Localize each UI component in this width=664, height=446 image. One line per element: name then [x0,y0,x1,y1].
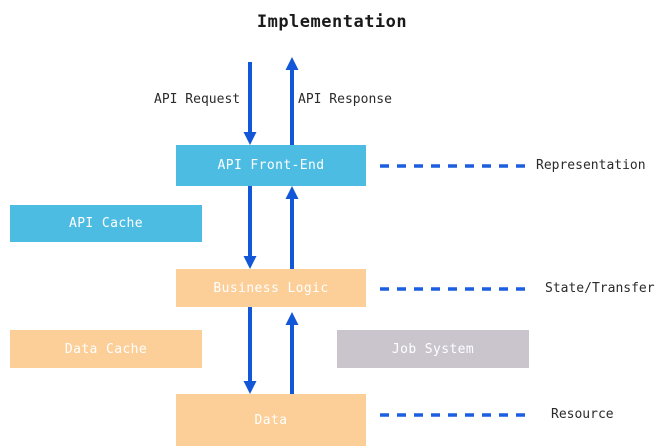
box-api-cache[interactable]: API Cache [10,205,202,242]
box-label-data-cache: Data Cache [64,341,148,357]
box-label-data: Data [254,412,288,428]
box-business-logic[interactable]: Business Logic [176,269,366,307]
box-data[interactable]: Data [176,394,366,446]
dash-resource [380,413,528,417]
box-label-job-system: Job System [391,341,475,357]
box-job-system[interactable]: Job System [337,330,529,368]
side-label-state-transfer: State/Transfer [545,281,655,296]
box-label-api-cache: API Cache [68,216,144,231]
arrow-logic-to-front [281,186,303,269]
arrow-api-request [239,62,261,145]
arrow-api-response [281,57,303,145]
box-data-cache[interactable]: Data Cache [10,330,202,368]
box-label-business-logic: Business Logic [213,280,329,296]
flow-label-api-response: API Response [298,92,392,107]
flow-label-api-request: API Request [154,92,241,107]
box-label-api-front-end: API Front-End [217,158,325,173]
box-api-front-end[interactable]: API Front-End [176,145,366,186]
side-label-resource: Resource [551,407,614,422]
dash-representation [380,164,528,168]
arrow-data-to-logic [281,312,303,394]
arrow-logic-to-data [239,307,261,394]
side-label-representation: Representation [536,158,646,173]
page-title: Implementation [256,12,408,32]
dash-state-transfer [380,287,528,291]
arrow-front-to-logic [239,186,261,269]
